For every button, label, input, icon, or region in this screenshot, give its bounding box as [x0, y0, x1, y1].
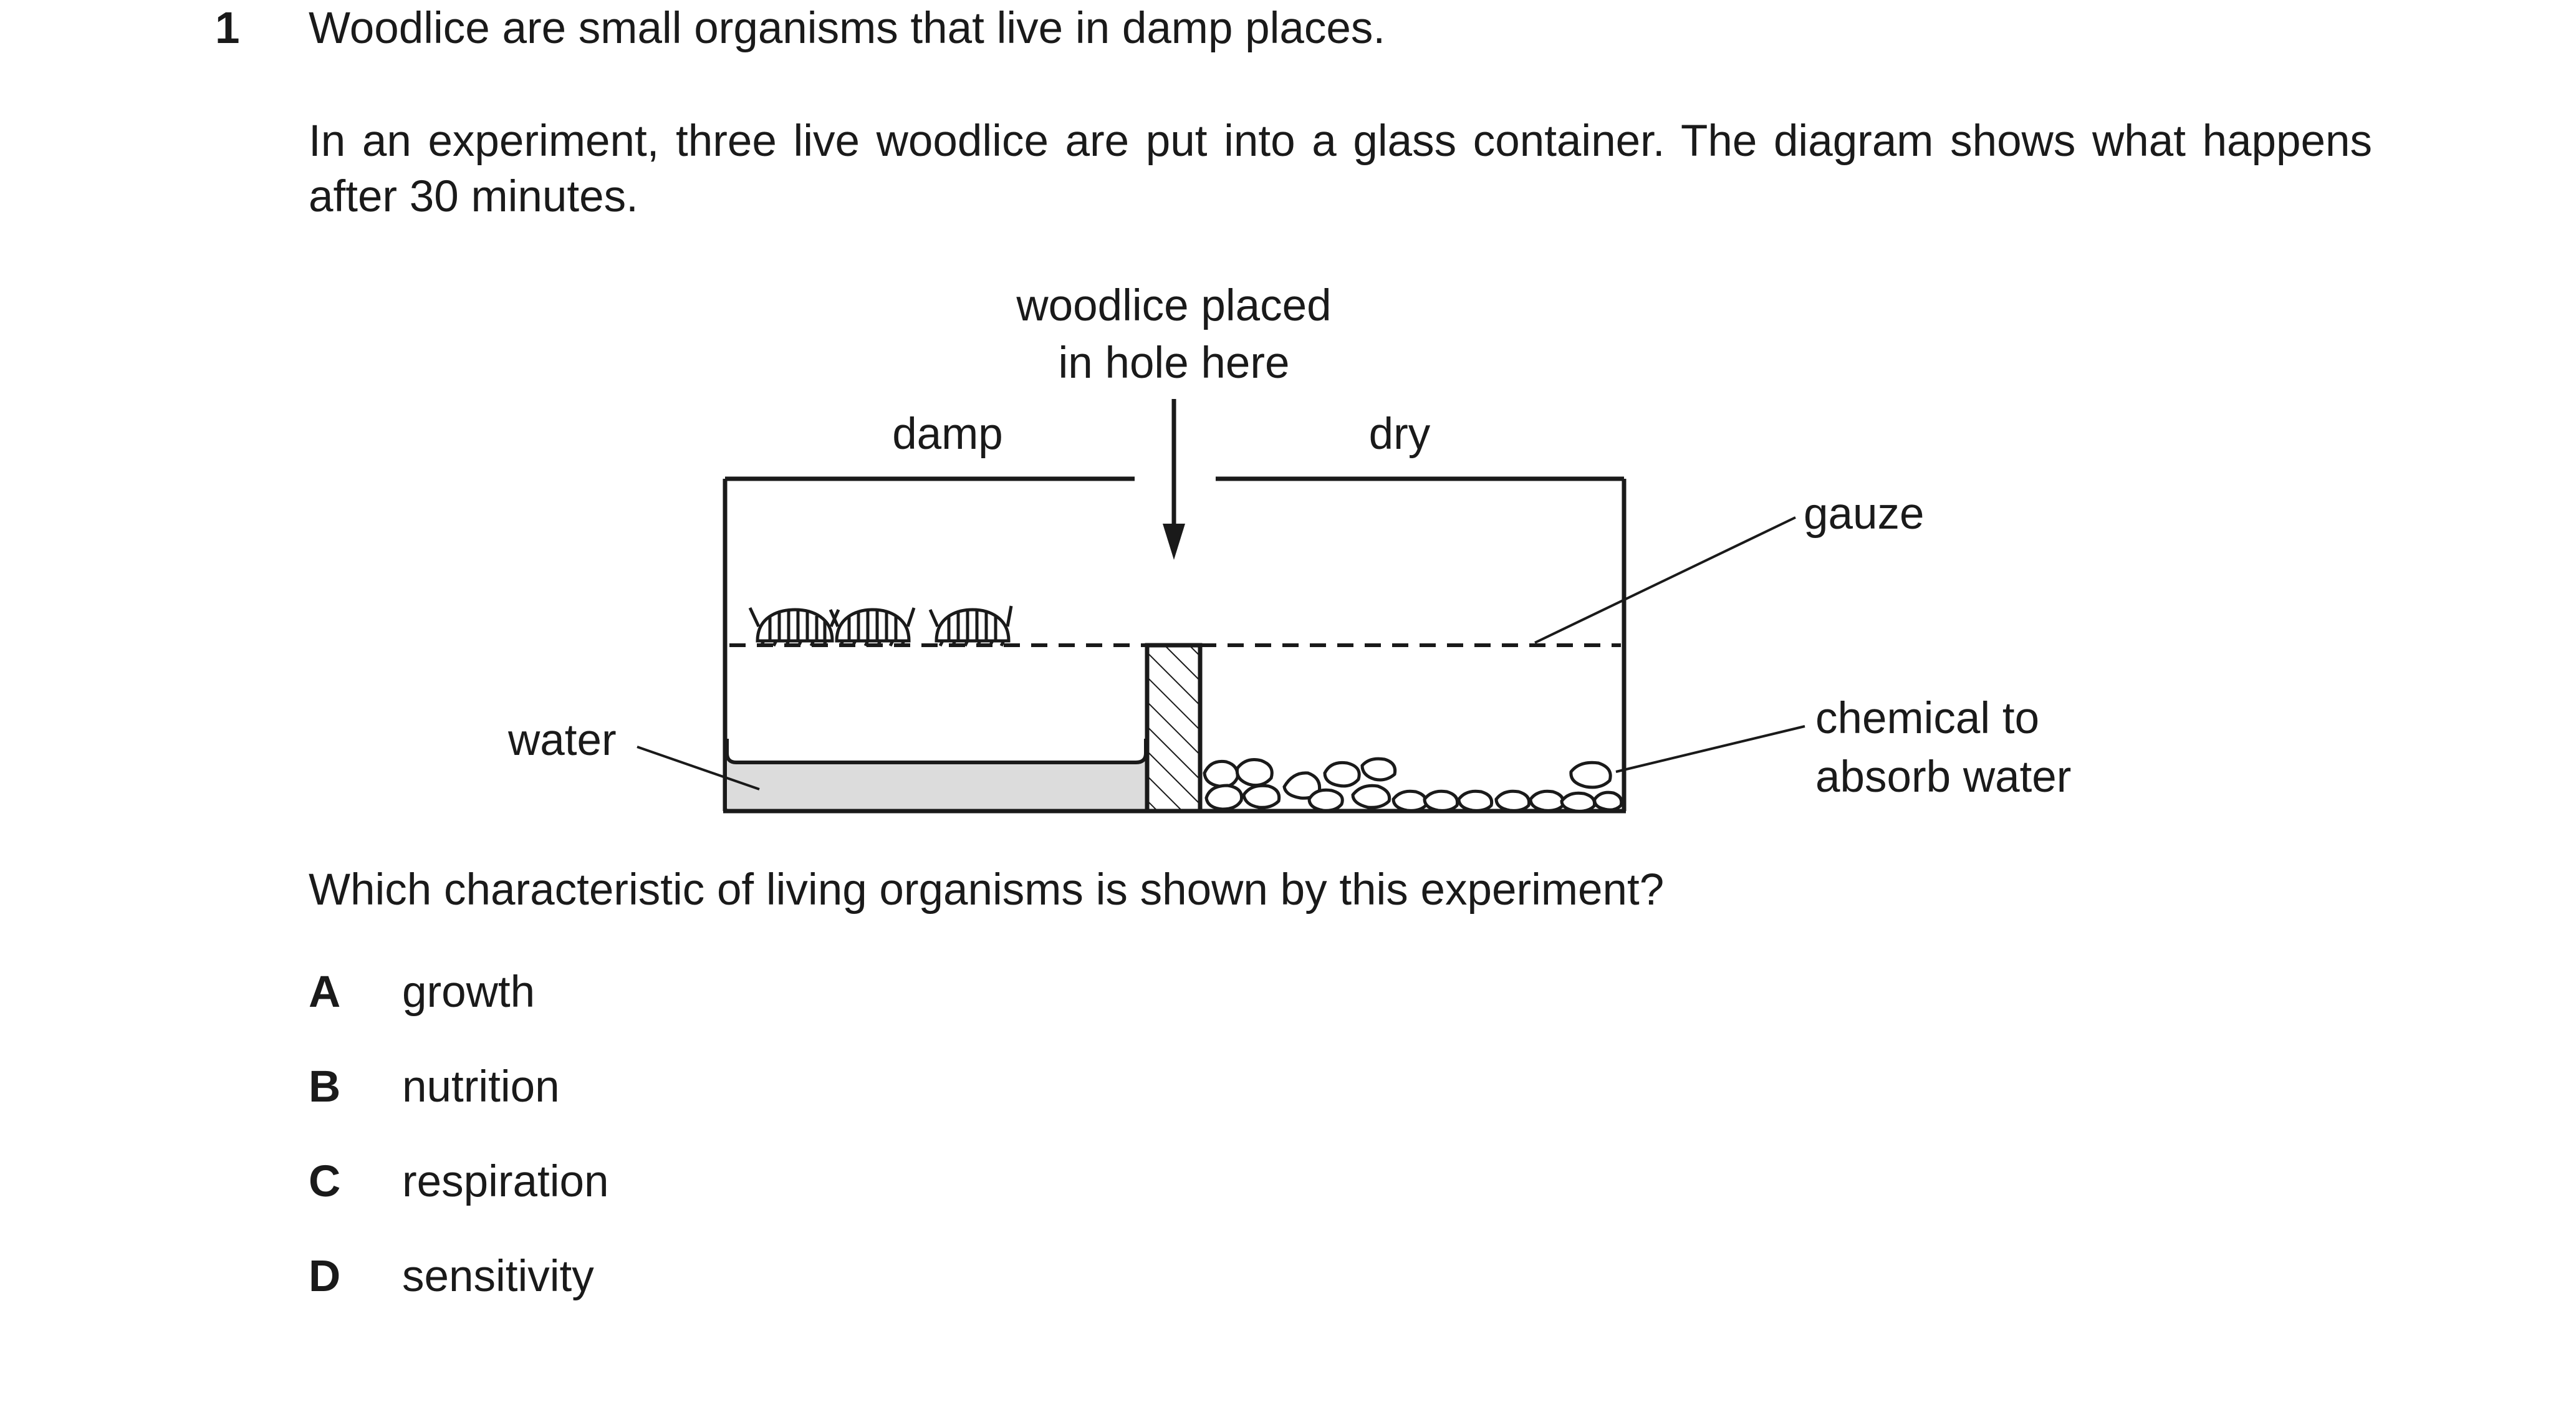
question-context: In an experiment, three live woodlice ar… — [309, 117, 2372, 221]
label-damp: damp — [892, 410, 1003, 459]
label-water: water — [507, 716, 617, 765]
option-letter: D — [309, 1252, 341, 1301]
option-text: respiration — [402, 1157, 609, 1206]
label-chemical-line2: absorb water — [1815, 752, 2071, 802]
question-number: 1 — [215, 4, 240, 53]
label-gauze: gauze — [1804, 489, 1924, 539]
option-letter: B — [309, 1062, 341, 1112]
label-woodlice-placed: woodlice placed — [1016, 281, 1331, 330]
option-letter: C — [309, 1157, 341, 1206]
label-dry: dry — [1369, 410, 1431, 459]
question-stem: Woodlice are small organisms that live i… — [309, 4, 1386, 53]
option-text: growth — [402, 968, 536, 1017]
woodlouse-3 — [928, 605, 1013, 647]
arrowhead-icon — [1163, 524, 1185, 560]
question-prompt: Which characteristic of living organisms… — [309, 865, 1665, 915]
answer-options: A growth B nutrition C respiration D sen… — [309, 970, 609, 1349]
option-text: nutrition — [402, 1062, 560, 1112]
water-leader — [637, 746, 760, 790]
gauze-leader — [1534, 516, 1796, 644]
label-chemical-line1: chemical to — [1815, 694, 2039, 743]
woodlouse-1 — [748, 607, 840, 647]
option-c[interactable]: C respiration — [309, 1160, 609, 1254]
label-in-hole-here: in hole here — [1058, 339, 1289, 388]
chemical-leader — [1615, 725, 1805, 773]
chemical-granules — [1203, 757, 1623, 813]
woodlouse-2 — [829, 607, 916, 647]
water — [727, 753, 1146, 809]
water-surface — [725, 739, 1148, 764]
divider — [1145, 643, 1203, 814]
option-letter: A — [309, 968, 341, 1017]
option-d[interactable]: D sensitivity — [309, 1254, 609, 1349]
option-b[interactable]: B nutrition — [309, 1065, 609, 1160]
option-a[interactable]: A growth — [309, 970, 609, 1065]
option-text: sensitivity — [402, 1252, 594, 1301]
